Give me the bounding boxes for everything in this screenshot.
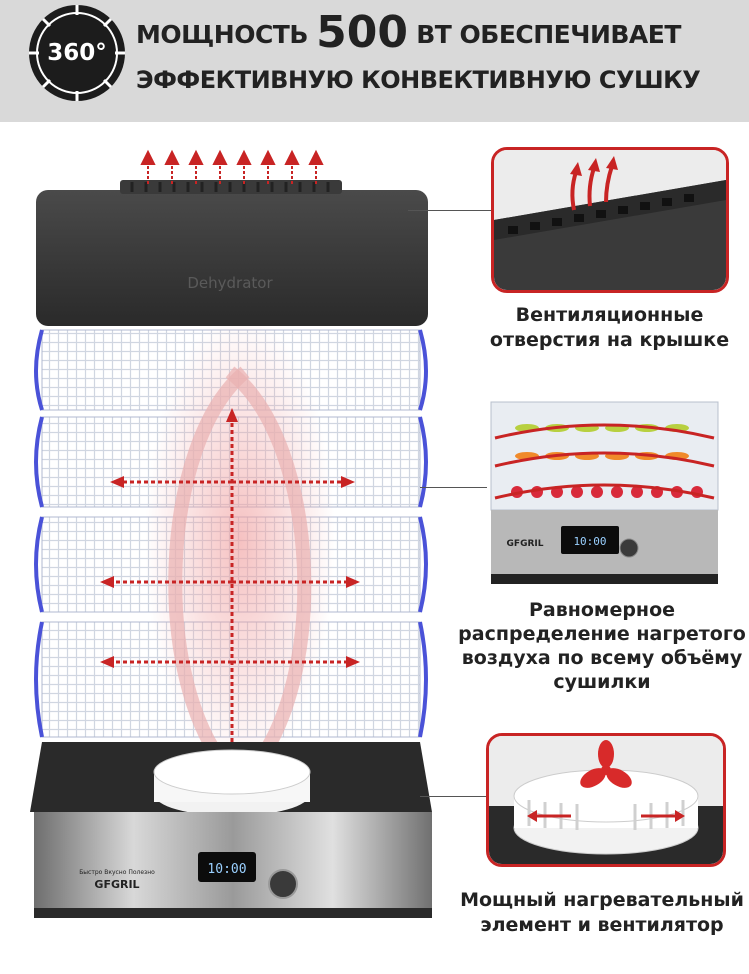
exhaust-arrows [140,149,324,184]
headline-suffix: Вт ОБЕСПЕЧИВАЕТ [416,20,681,49]
display-panel [198,852,256,882]
control-knob [268,869,298,899]
lid-brand-text: Dehydrator [187,274,273,292]
airflow-closeup: 10:00 GFGRIL [487,398,722,588]
rotation-360-icon [29,5,125,101]
dehydrator-image: Dehydrator [30,149,432,918]
fan-cover [153,749,311,795]
vent-arrows [570,165,614,211]
vents-caption-line-1: Вентиляционные [515,304,704,326]
heater-leader-line [420,796,486,797]
vents-caption: Вентиляционные отверстия на крышке [470,303,749,353]
airflow-caption-line-1: Равномерное [528,599,676,621]
vents-leader-line [408,210,491,211]
vents-caption-line-2: отверстия на крышке [489,329,730,351]
lid [36,190,428,326]
airflow-closeup-image: 10:00 GFGRIL [487,398,722,588]
product-brand: GFGRIL [94,878,139,891]
heater-caption: Мощный нагревательный элемент и вентилят… [455,888,749,938]
heater-caption-line-2: элемент и вентилятор [480,914,724,936]
heater-closeup-image [489,736,723,864]
product-slogan: Быстро Вкусно Полезно [79,869,155,876]
heater-closeup [486,733,726,867]
airflow-leader-line [420,487,487,488]
headline-line-1: МОЩНОСТЬ 500 Вт ОБЕСПЕЧИВАЕТ [136,8,742,60]
dehydrator-illustration: Dehydrator [0,122,470,970]
closeup-brand: GFGRIL [507,539,544,549]
airflow-caption-line-4: сушилки [553,671,651,693]
headline-power-value: 500 [316,7,408,58]
airflow-caption-line-2: распределение нагретого [458,623,746,645]
fan-icon [580,740,632,788]
headline-line-2: ЭФФЕКТИВНУЮ КОНВЕКТИВНУЮ СУШКУ [136,66,701,94]
header-banner: 360° МОЩНОСТЬ 500 Вт ОБЕСПЕЧИВАЕТ ЭФФЕКТ… [0,0,749,122]
badge-label: 360° [47,40,107,66]
headline-prefix: МОЩНОСТЬ [136,20,308,49]
vents-closeup [491,147,729,293]
display-readout: 10:00 [207,862,246,877]
rotation-360-badge: 360° [27,3,127,103]
headline: МОЩНОСТЬ 500 Вт ОБЕСПЕЧИВАЕТ ЭФФЕКТИВНУЮ… [136,8,742,100]
vents-closeup-image [494,150,726,290]
airflow-caption-line-3: воздуха по всему объёму [461,647,743,669]
airflow-caption: Равномерное распределение нагретого возд… [455,598,749,694]
closeup-display-readout: 10:00 [573,535,606,548]
heater-caption-line-1: Мощный нагревательный [460,889,744,911]
